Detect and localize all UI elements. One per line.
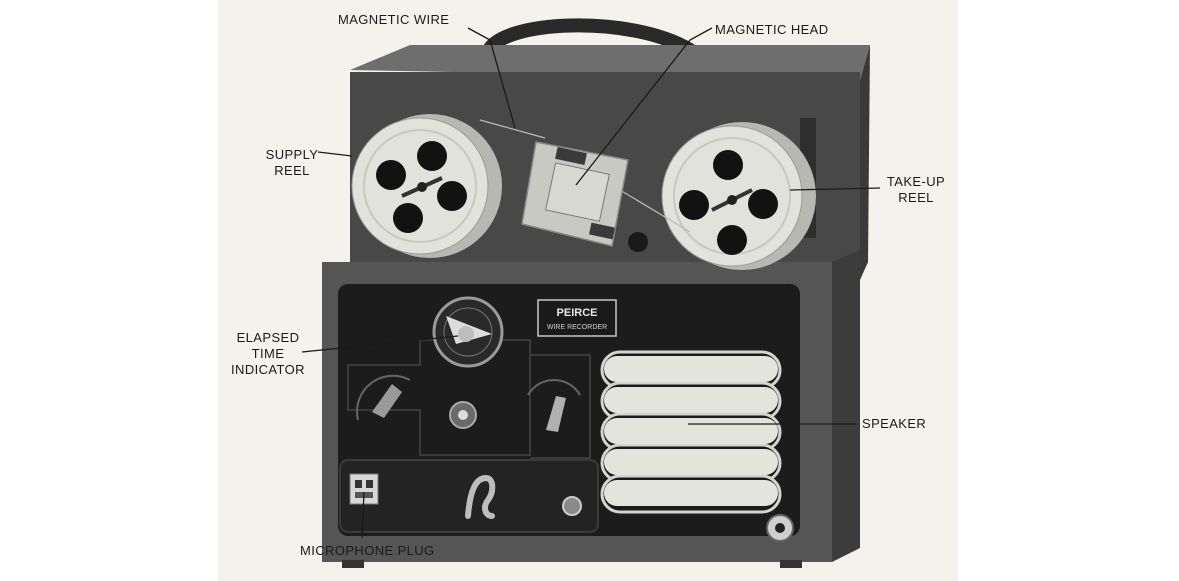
foot-left: [342, 560, 364, 568]
control-lever-right: [527, 378, 581, 432]
magnetic-head: [521, 141, 648, 252]
label-magnetic-wire: MAGNETIC WIRE: [338, 12, 449, 27]
leader-supply-reel: [317, 151, 353, 157]
label-magnetic-head: MAGNETIC HEAD: [715, 22, 829, 37]
foot-right: [780, 560, 802, 568]
leader-microphone-plug: [361, 491, 365, 539]
control-lever-left: [356, 374, 411, 421]
label-take-up-reel-line2: REEL: [898, 190, 934, 205]
center-knob: [449, 401, 477, 429]
nameplate: [537, 299, 617, 337]
leader-magnetic-wire: [467, 27, 516, 129]
nameplate-subtitle: WIRE RECORDER: [547, 324, 607, 331]
label-supply-reel-line1: SUPPLY: [266, 147, 319, 162]
label-take-up-reel-line1: TAKE-UP: [887, 174, 945, 189]
label-microphone-plug: MICROPHONE PLUG: [300, 543, 435, 558]
label-speaker: SPEAKER: [862, 416, 926, 431]
leader-magnetic-head: [575, 27, 713, 186]
elapsed-time-dial: [432, 296, 504, 368]
speaker-grille: [600, 350, 782, 514]
label-elapsed-line1: ELAPSED: [237, 330, 300, 345]
magnetic-wire-path: [479, 119, 691, 233]
label-supply-reel-line2: REEL: [274, 163, 310, 178]
take-up-reel: [661, 122, 816, 270]
nameplate-brand: PEIRCE: [557, 307, 598, 319]
leader-take-up-reel: [789, 187, 881, 191]
label-elapsed-line2: TIME: [252, 346, 285, 361]
carrying-handle: [481, 18, 697, 59]
label-elapsed-line3: INDICATOR: [231, 362, 305, 377]
leader-elapsed-time: [301, 335, 459, 353]
output-jack: [766, 514, 794, 542]
volume-knob: [562, 496, 582, 516]
supply-reel: [351, 114, 502, 258]
selector-handle: [465, 474, 496, 519]
